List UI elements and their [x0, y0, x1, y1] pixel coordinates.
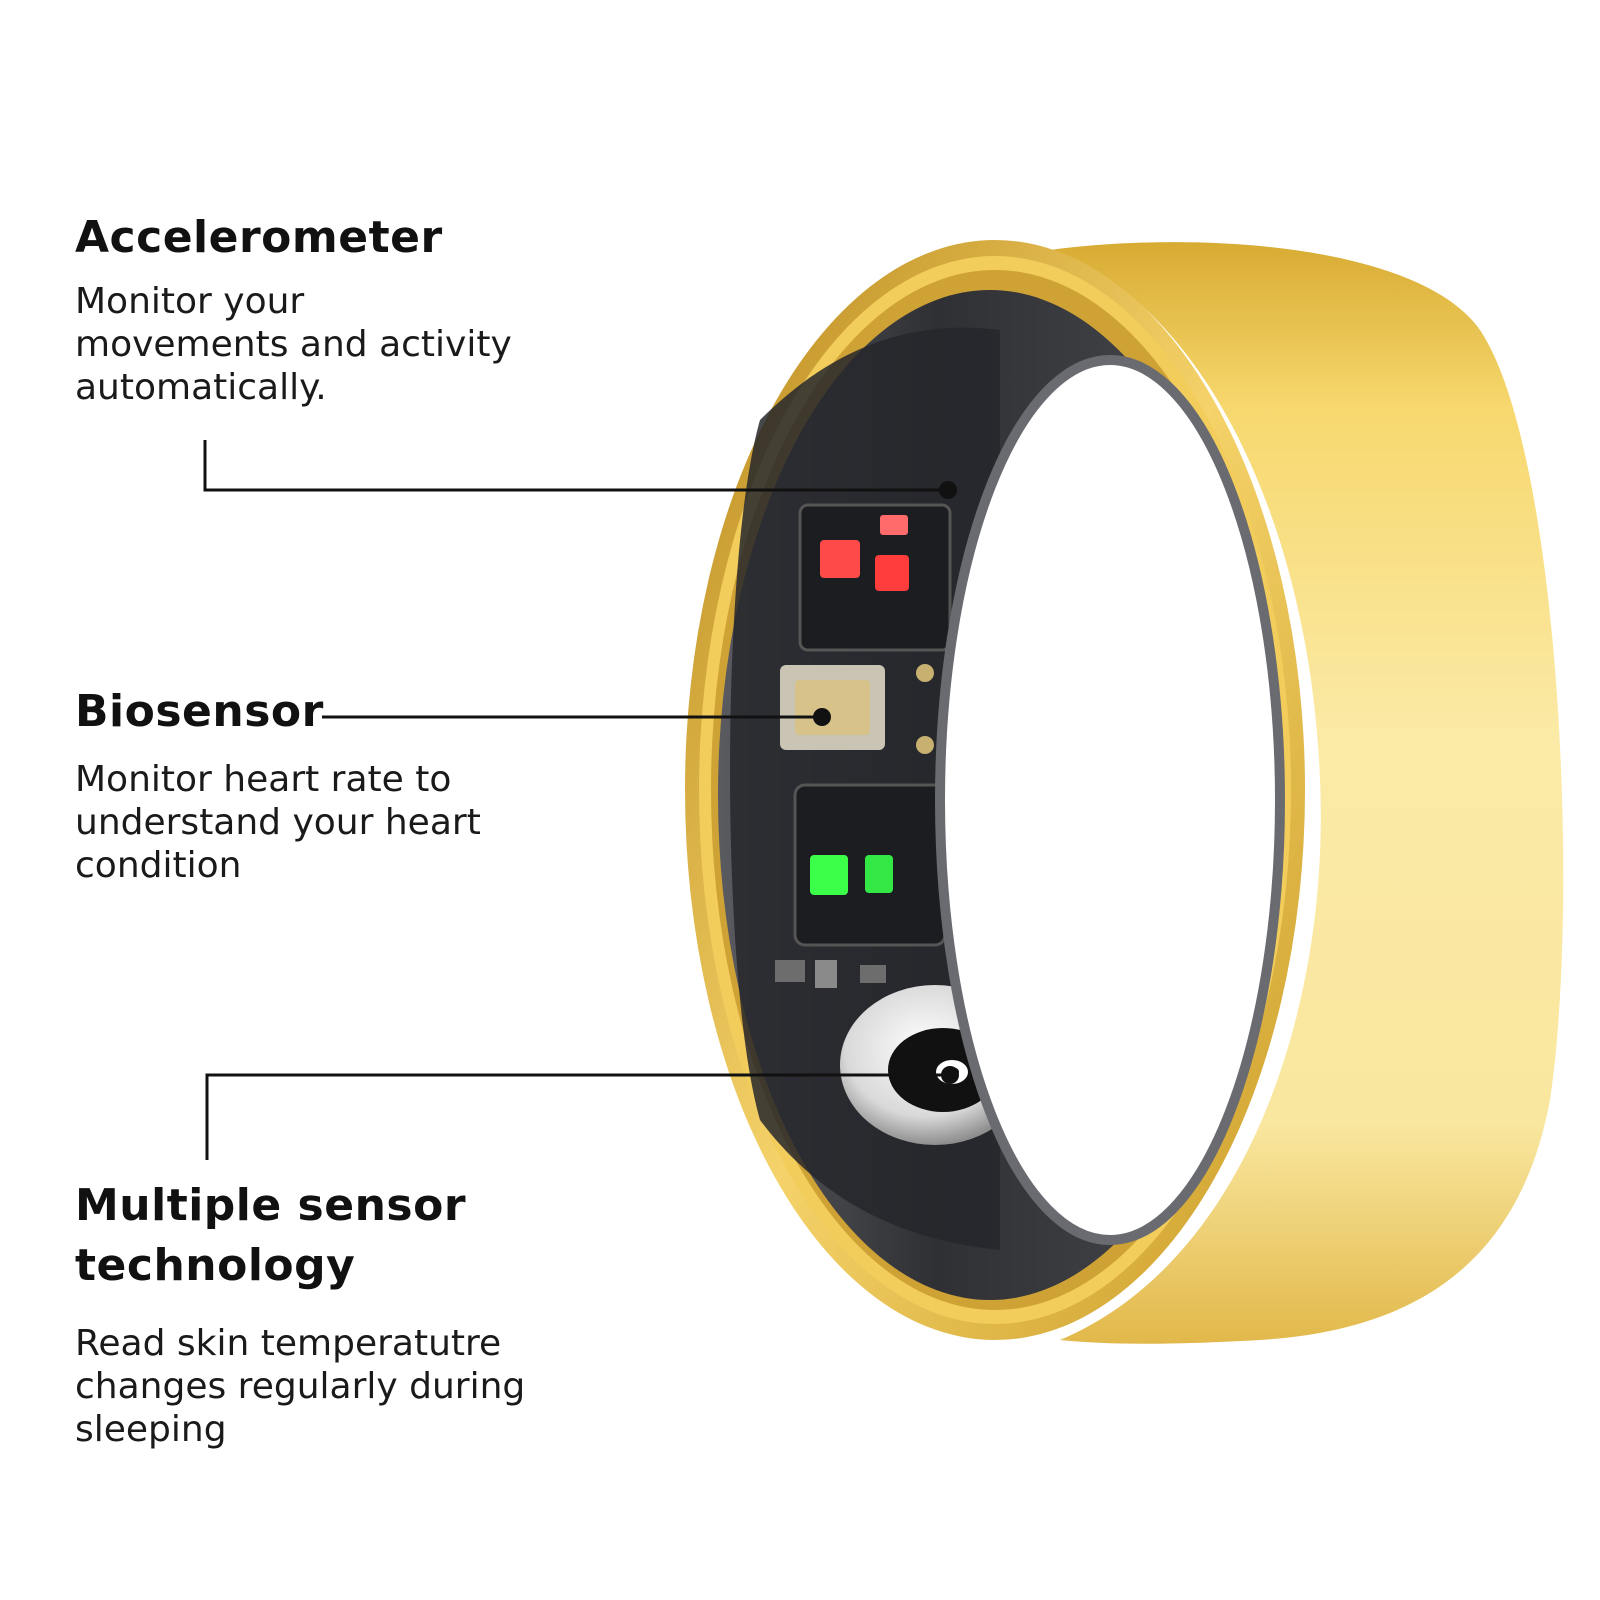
feature-title: Accelerometer — [75, 212, 443, 263]
ring-band-outer — [1050, 242, 1564, 1344]
feature-description: Monitor your movements and activity auto… — [75, 281, 512, 408]
callout-biosensor — [322, 708, 831, 726]
feature-accelerometer: Accelerometer Monitor your movements and… — [75, 208, 512, 409]
led-green-1 — [810, 855, 848, 895]
led-green-2 — [865, 855, 893, 893]
callout-accelerometer — [203, 440, 957, 499]
led-red-1 — [820, 540, 860, 578]
led-red-2 — [875, 555, 909, 591]
biosensor-chip — [795, 680, 870, 735]
feature-biosensor: Biosensor Monitor heart rate to understa… — [75, 682, 481, 887]
callout-multiple-sensor — [205, 1066, 959, 1160]
feature-title: Multiple sensor technology — [75, 1180, 467, 1291]
feature-description: Monitor heart rate to understand your he… — [75, 759, 481, 886]
feature-title: Biosensor — [75, 686, 324, 737]
ring-hole — [940, 360, 1280, 1240]
feature-description: Read skin temperatutre changes regularly… — [75, 1323, 526, 1450]
feature-multiple-sensor-technology: Multiple sensor technology Read skin tem… — [75, 1176, 525, 1451]
